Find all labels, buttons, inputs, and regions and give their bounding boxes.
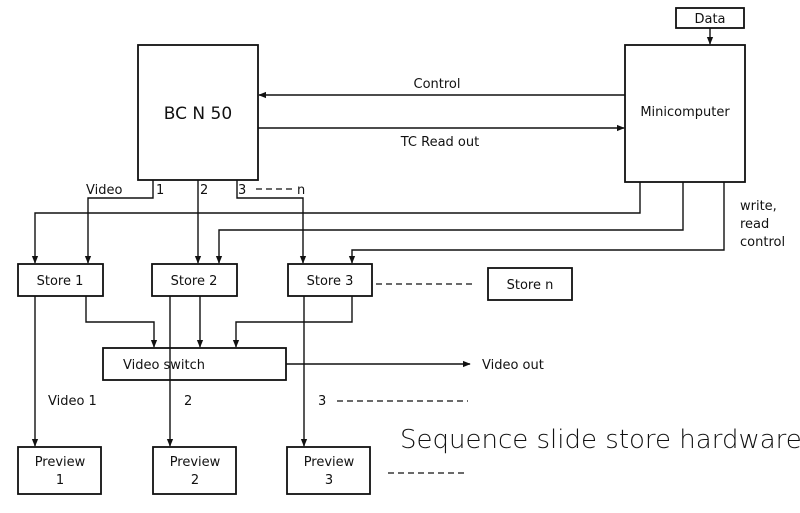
control-to-store2-line — [215, 182, 684, 264]
video-switch-label: Video switch — [123, 358, 205, 373]
storen-box: Store n — [487, 267, 573, 301]
preview3-number: 3 — [325, 473, 333, 488]
bcn50-to-store3-line — [236, 180, 307, 264]
control-to-store3-line — [348, 182, 725, 264]
store3-box: Store 3 — [287, 263, 373, 297]
preview1-label: Preview — [35, 455, 86, 470]
video3-label: 3 — [318, 394, 326, 409]
video-switch-box: Video switch — [102, 347, 287, 381]
storen-label: Store n — [507, 278, 554, 293]
tc-readout-label: TC Read out — [400, 135, 479, 150]
preview3-label: Preview — [304, 455, 355, 470]
preview3-box: Preview 3 — [286, 446, 371, 495]
store3-to-switch-line — [232, 296, 353, 348]
store2-label: Store 2 — [171, 274, 218, 289]
control-label: Control — [414, 77, 461, 92]
read-label: read — [740, 217, 769, 232]
control-text-label: control — [740, 235, 785, 250]
preview2-box: Preview 2 — [152, 446, 237, 495]
write-label: write, — [740, 199, 777, 214]
preview2-label: Preview — [170, 455, 221, 470]
store2-box: Store 2 — [151, 263, 238, 297]
bcn50-to-store1-line — [84, 180, 154, 264]
store3-label: Store 3 — [307, 274, 354, 289]
store1-box: Store 1 — [17, 263, 104, 297]
minicomputer-box: Minicomputer — [624, 44, 746, 183]
store1-label: Store 1 — [37, 274, 84, 289]
control-to-store1-line — [31, 182, 641, 264]
output-n-label: n — [297, 183, 305, 198]
diagram-caption: Sequence slide store hardware — [400, 425, 800, 455]
video2-label: 2 — [184, 394, 192, 409]
output-1-label: 1 — [156, 183, 164, 198]
output-2-label: 2 — [200, 183, 208, 198]
data-box: Data — [675, 7, 745, 29]
bcn50-box: BC N 50 — [137, 44, 259, 181]
data-label: Data — [694, 12, 725, 27]
video-out-label: Video out — [482, 358, 544, 373]
preview1-box: Preview 1 — [17, 446, 102, 495]
preview2-number: 2 — [191, 473, 199, 488]
preview1-number: 1 — [56, 473, 64, 488]
video-label: Video — [86, 183, 122, 198]
output-3-label: 3 — [238, 183, 246, 198]
bcn50-label: BC N 50 — [164, 104, 232, 124]
store1-to-switch-line — [85, 296, 158, 348]
minicomputer-label: Minicomputer — [640, 105, 730, 120]
video1-label: Video 1 — [48, 394, 97, 409]
